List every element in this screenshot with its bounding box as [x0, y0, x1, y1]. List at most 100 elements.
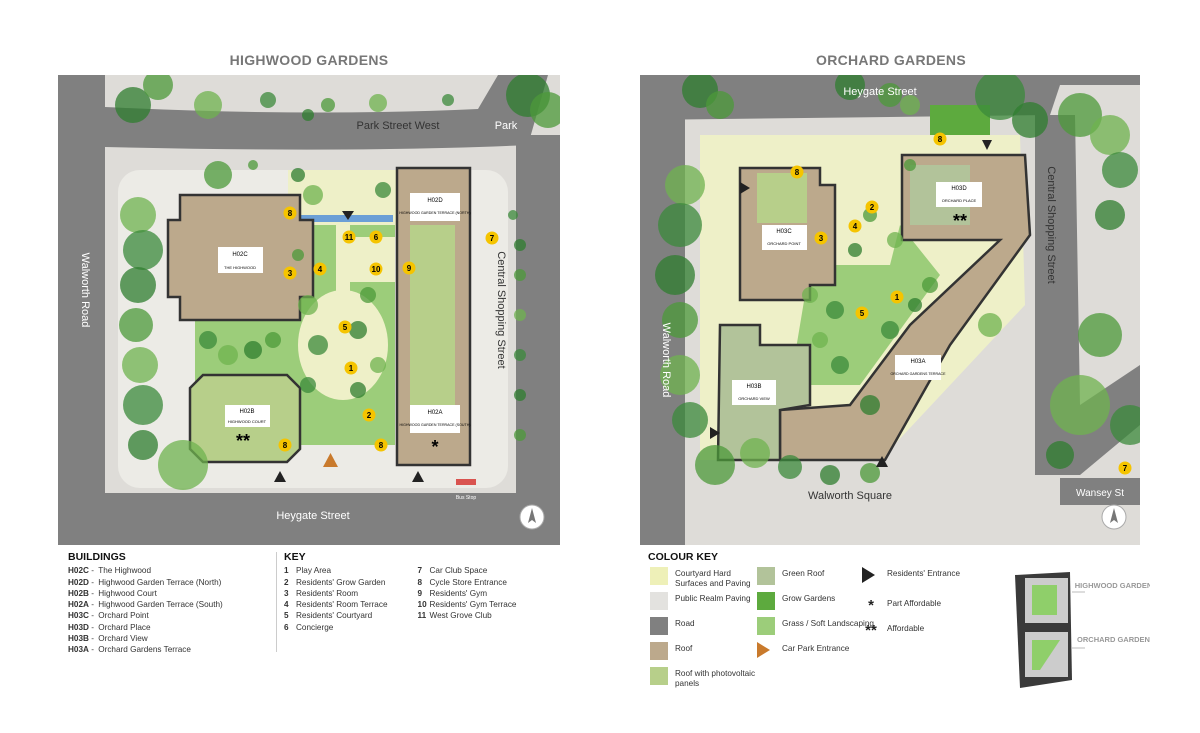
- amenity-marker[interactable]: 10: [369, 262, 383, 276]
- colour-key-swatch: [650, 667, 668, 685]
- street-label-central-shopping-street: Central Shopping Street: [495, 251, 507, 368]
- tree-icon: [375, 182, 391, 198]
- tree-icon: [1102, 152, 1138, 188]
- tree-icon: [672, 402, 708, 438]
- svg-text:ORCHARD GARDENS TERRACE: ORCHARD GARDENS TERRACE: [890, 372, 946, 376]
- amenity-marker[interactable]: 7: [1118, 461, 1132, 475]
- residents-entrance-icon: [876, 456, 888, 467]
- building-legend-item: H02D - Highwood Garden Terrace (North): [68, 577, 222, 587]
- svg-text:H02B: H02B: [239, 409, 254, 415]
- building-legend-item: H03C - Orchard Point: [68, 611, 149, 621]
- colour-key-label: Residents' Entrance: [887, 569, 961, 578]
- building-legend-item: H02C - The Highwood: [68, 566, 152, 576]
- amenity-marker[interactable]: 8: [374, 438, 388, 452]
- tree-icon: [218, 345, 238, 365]
- amenity-marker-number: 10: [372, 265, 381, 274]
- tree-icon: [349, 321, 367, 339]
- amenity-marker[interactable]: 3: [814, 231, 828, 245]
- colour-key-label: Part Affordable: [887, 599, 942, 608]
- amenity-marker[interactable]: 5: [338, 320, 352, 334]
- tree-icon: [887, 232, 903, 248]
- building-legend-item: H03D - Orchard Place: [68, 622, 151, 632]
- tree-icon: [158, 440, 208, 490]
- legend-divider: [276, 552, 277, 652]
- amenity-marker[interactable]: 3: [283, 266, 297, 280]
- colour-key-swatch: [650, 592, 668, 610]
- tree-icon: [321, 98, 335, 112]
- walworth-road: [58, 75, 105, 545]
- tree-icon: [848, 243, 862, 257]
- tree-icon: [120, 267, 156, 303]
- amenity-marker[interactable]: 4: [313, 262, 327, 276]
- tree-icon: [1012, 102, 1048, 138]
- amenity-marker[interactable]: 8: [933, 132, 947, 146]
- colour-key-triangle-icon: [862, 567, 875, 583]
- amenity-marker[interactable]: 8: [283, 206, 297, 220]
- residents-entrance-icon: [274, 471, 286, 482]
- colour-key-label: Public Realm Paving: [675, 594, 751, 603]
- amenity-marker-number: 5: [860, 309, 865, 318]
- amenity-marker-number: 4: [853, 222, 858, 231]
- amenity-marker[interactable]: 11: [342, 230, 356, 244]
- tree-icon: [860, 463, 880, 483]
- tree-icon: [662, 302, 698, 338]
- tree-icon: [740, 438, 770, 468]
- tree-icon: [706, 91, 734, 119]
- amenity-marker[interactable]: 8: [790, 165, 804, 179]
- tree-icon: [1050, 375, 1110, 435]
- tree-icon: [508, 210, 518, 220]
- amenity-marker[interactable]: 6: [369, 230, 383, 244]
- play-area-paving: [298, 290, 388, 400]
- svg-text:ORCHARD VIEW: ORCHARD VIEW: [738, 396, 770, 401]
- amenity-marker-number: 8: [938, 135, 943, 144]
- tree-icon: [303, 185, 323, 205]
- tree-icon: [369, 94, 387, 112]
- bus-stop-label: Bus Stop: [456, 495, 477, 501]
- trees: [115, 75, 560, 490]
- svg-text:H02D: H02D: [427, 198, 443, 204]
- amenity-marker[interactable]: 8: [278, 438, 292, 452]
- tree-icon: [514, 309, 526, 321]
- central-shopping-street-road: [516, 135, 560, 545]
- tree-icon: [204, 161, 232, 189]
- locator-label-orchard: ORCHARD GARDENS: [1077, 635, 1150, 644]
- amenity-marker[interactable]: 1: [890, 290, 904, 304]
- building-legend-item: H02B - Highwood Court: [68, 588, 157, 598]
- tree-icon: [1046, 441, 1074, 469]
- amenity-marker[interactable]: 2: [865, 200, 879, 214]
- amenity-marker[interactable]: 9: [402, 261, 416, 275]
- amenity-marker[interactable]: 1: [344, 361, 358, 375]
- colour-key-title: COLOUR KEY: [648, 551, 719, 563]
- tree-icon: [665, 165, 705, 205]
- svg-text:THE HIGHWOOD: THE HIGHWOOD: [224, 265, 256, 270]
- colour-key: COLOUR KEY: [648, 551, 719, 565]
- tree-icon: [658, 203, 702, 247]
- tree-icon: [260, 92, 276, 108]
- north-arrow-icon: [519, 504, 545, 530]
- tree-icon: [123, 230, 163, 270]
- amenity-marker[interactable]: 5: [855, 306, 869, 320]
- colour-key-label: Car Park Entrance: [782, 644, 850, 653]
- amenity-marker[interactable]: 7: [485, 231, 499, 245]
- svg-text:HIGHWOOD GARDEN TERRACE (SOUTH: HIGHWOOD GARDEN TERRACE (SOUTH): [399, 423, 470, 427]
- amenity-marker[interactable]: 4: [848, 219, 862, 233]
- wansey-street-road: [1060, 478, 1140, 505]
- tree-icon: [244, 341, 262, 359]
- street-label-walworth-road: Walworth Road: [660, 323, 672, 398]
- tree-icon: [978, 313, 1002, 337]
- amenity-marker[interactable]: 2: [362, 408, 376, 422]
- tree-icon: [120, 197, 156, 233]
- colour-key-swatch: [757, 592, 775, 610]
- colour-key-label: Roof: [675, 644, 693, 653]
